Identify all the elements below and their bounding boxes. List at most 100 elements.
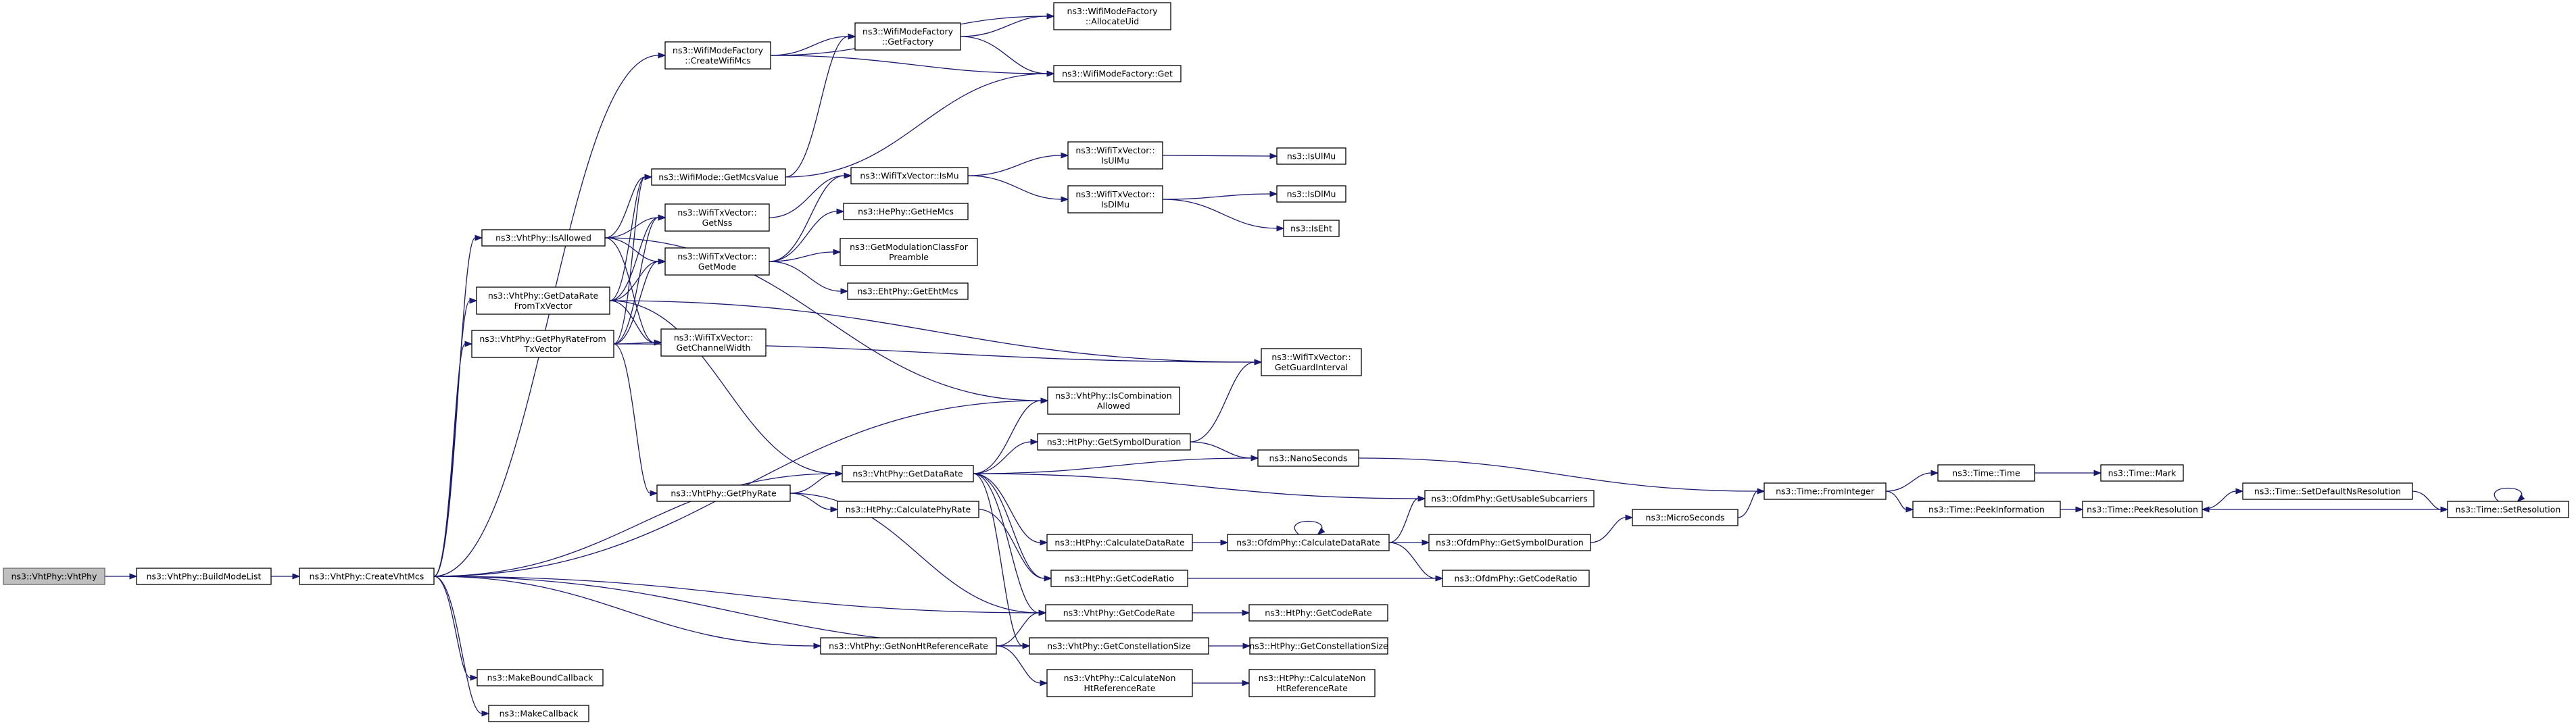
node-makecallback[interactable]: ns3::MakeCallback [488,705,589,722]
node-getchannelwidth[interactable]: ns3::WifiTxVector::GetChannelWidth [660,328,767,357]
node-htgetcoderate[interactable]: ns3::HtPhy::GetCodeRate [1248,604,1388,622]
edge-line [433,576,483,714]
node-isulmu_vec[interactable]: ns3::WifiTxVector::IsUlMu [1067,141,1163,170]
node-htgetcoderatio[interactable]: ns3::HtPhy::GetCodeRatio [1050,570,1188,587]
edge-line [609,300,1255,363]
node-ismu[interactable]: ns3::WifiTxVector::IsMu [850,167,969,184]
edge-setres-to-setres [2494,487,2525,502]
node-label: ns3::GetModulationClassFor [850,242,969,252]
node-box [656,484,791,502]
edge-getnonht-to-vhtgetconst [996,643,1031,649]
edge-buildmodelist-to-createvhtmcs [271,573,301,580]
edge-line [996,645,1041,684]
node-isdlmu[interactable]: ns3::IsDlMu [1276,185,1346,203]
node-createvhtmcs[interactable]: ns3::VhtPhy::CreateVhtMcs [299,568,435,585]
node-label: ns3::VhtPhy::IsCombination [1055,391,1171,401]
node-allocateuid[interactable]: ns3::WifiModeFactory::AllocateUid [1053,2,1171,30]
edge-isdlmu_vec-to-iseht [1162,199,1285,232]
node-fromint[interactable]: ns3::Time::FromInteger [1764,482,1887,500]
node-nanoseconds[interactable]: ns3::NanoSeconds [1257,449,1359,467]
node-getfactory[interactable]: ns3::WifiModeFactory::GetFactory [854,22,961,51]
node-label: ns3::VhtPhy::BuildModeList [147,572,262,582]
node-vhtgetconst[interactable]: ns3::VhtPhy::GetConstellationSize [1029,637,1209,655]
node-getdatarate[interactable]: ns3::VhtPhy::GetDataRate [842,465,974,482]
arrowhead [836,208,845,215]
node-timetime[interactable]: ns3::Time::Time [1937,464,2035,482]
node-box [664,247,770,276]
edge-nanoseconds-to-fromint [1358,457,1766,495]
edge-timetime-to-timemark [2035,470,2102,476]
edge-line [973,473,1023,647]
node-getehtmcs[interactable]: ns3::EhtPhy::GetEhtMcs [847,282,969,300]
arrowhead [1061,196,1069,203]
node-label: ns3::OfdmPhy::GetUsableSubcarriers [1431,494,1587,504]
node-setres[interactable]: ns3::Time::SetResolution [2447,501,2569,518]
edge-line [2412,491,2441,510]
node-box [1428,534,1591,551]
node-box [299,568,435,585]
edge-line [604,237,655,343]
node-htgetconst[interactable]: ns3::HtPhy::GetConstellationSize [1249,637,1388,655]
edge-createvhtmcs-to-getphyratefromtx [433,341,473,577]
node-isallowed[interactable]: ns3::VhtPhy::IsAllowed [481,229,606,247]
arrowhead [1022,643,1031,649]
edge-createvhtmcs-to-createwifimcs [433,52,666,577]
node-setdefaultns[interactable]: ns3::Time::SetDefaultNsResolution [2242,482,2413,500]
node-iseht[interactable]: ns3::IsEht [1283,220,1340,237]
edge-getdatarate-to-htgetcoderatio [973,473,1052,582]
node-getsymbolduration[interactable]: ns3::HtPhy::GetSymbolDuration [1037,433,1191,451]
node-label: ns3::WifiMode::GetMcsValue [658,172,779,182]
node-box [854,22,961,51]
edge-getfactory-to-allocateuid [960,13,1055,37]
node-createwifimcs[interactable]: ns3::WifiModeFactory::CreateWifiMcs [664,41,771,70]
arrowhead [2235,488,2244,495]
edge-line [433,576,471,678]
edge-htcalcdatarate-to-ofdmcalcdatarate [1192,539,1229,546]
node-label: ns3::VhtPhy::GetPhyRate [671,488,777,499]
edge-ismu-to-isulmu_vec [967,152,1069,176]
node-isdlmu_vec[interactable]: ns3::WifiTxVector::IsDlMu [1067,185,1163,214]
edge-createvhtmcs-to-makecallback [433,576,490,717]
node-htcalcphyrate[interactable]: ns3::HtPhy::CalculatePhyRate [837,501,979,518]
node-timemark[interactable]: ns3::Time::Mark [2100,464,2184,482]
node-getmode[interactable]: ns3::WifiTxVector::GetMode [664,247,770,276]
node-label: ns3::VhtPhy::GetConstellationSize [1047,641,1191,651]
node-htcalcdatarate[interactable]: ns3::HtPhy::CalculateDataRate [1046,534,1193,551]
edge-getdatarate-to-getusable [973,473,1426,502]
node-box [850,167,969,184]
node-label: Allowed [1097,401,1130,411]
node-label: ns3::Time::SetResolution [2456,505,2561,515]
node-getusable[interactable]: ns3::OfdmPhy::GetUsableSubcarriers [1424,490,1595,507]
node-getphyrate[interactable]: ns3::VhtPhy::GetPhyRate [656,484,791,502]
edge-line [996,612,1040,647]
node-gethemcs[interactable]: ns3::HePhy::GetHeMcs [843,203,969,220]
edge-getsymbolduration-to-getguardinterval [1190,359,1263,443]
node-microseconds[interactable]: ns3::MicroSeconds [1632,509,1739,526]
node-buildmodelist[interactable]: ns3::VhtPhy::BuildModeList [136,568,272,585]
node-ofdmsymdur[interactable]: ns3::OfdmPhy::GetSymbolDuration [1428,534,1591,551]
node-box [1257,449,1359,467]
node-isulmu[interactable]: ns3::IsUlMu [1276,147,1346,165]
edge-line [973,473,1419,499]
edge-getmode-to-getehtmcs [769,261,849,295]
node-peekinfo[interactable]: ns3::Time::PeekInformation [1912,501,2061,518]
node-ofdmgetcoderatio[interactable]: ns3::OfdmPhy::GetCodeRatio [1442,570,1590,587]
node-getnss[interactable]: ns3::WifiTxVector::GetNss [664,203,770,232]
node-getguardinterval[interactable]: ns3::WifiTxVector::GetGuardInterval [1261,348,1362,376]
node-ofdmcalcdatarate[interactable]: ns3::OfdmPhy::CalculateDataRate [1227,534,1390,551]
edge-getdatarate-to-iscombination [973,397,1049,474]
edge-line [769,175,845,262]
node-getmcsvalue[interactable]: ns3::WifiMode::GetMcsValue [651,168,786,186]
node-makebound[interactable]: ns3::MakeBoundCallback [477,669,604,686]
node-factoryget[interactable]: ns3::WifiModeFactory::Get [1053,65,1182,82]
node-peekres[interactable]: ns3::Time::PeekResolution [2082,501,2203,518]
node-getnonht[interactable]: ns3::VhtPhy::GetNonHtReferenceRate [820,637,997,655]
edge-getnonht-to-vhtcalcnonht [996,645,1048,686]
node-vhtgetcoderate[interactable]: ns3::VhtPhy::GetCodeRate [1045,604,1193,622]
